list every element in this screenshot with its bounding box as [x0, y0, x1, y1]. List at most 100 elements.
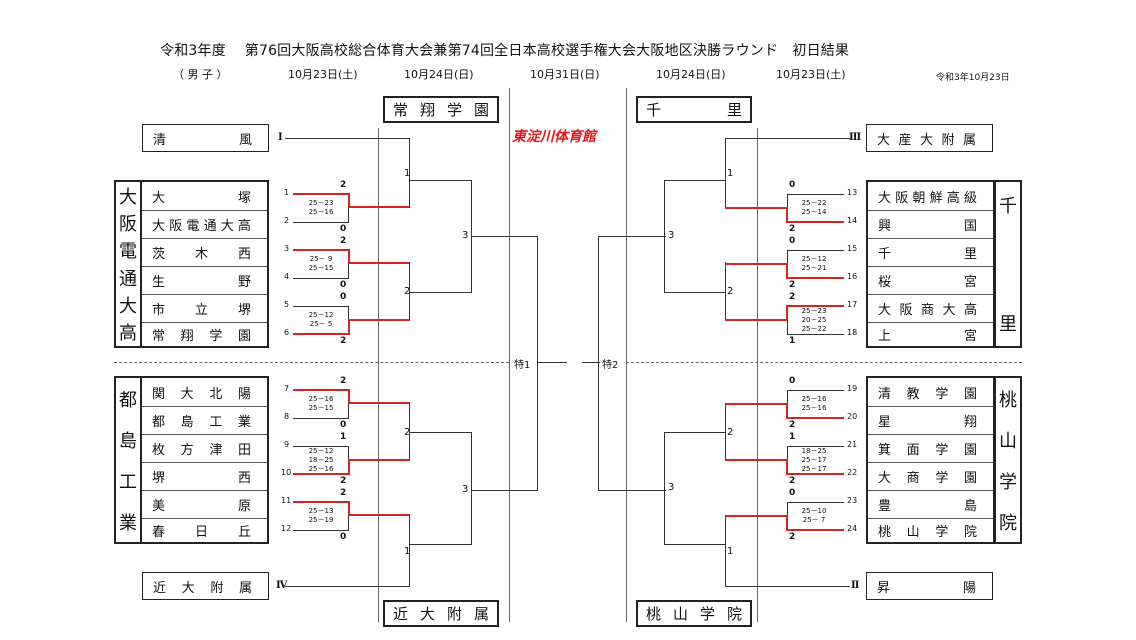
team-number: 5	[284, 300, 290, 309]
winner-box-left-top: 常翔学園	[383, 96, 499, 123]
page-title: 令和3年度 第76回大阪高校総合体育大会兼第74回全日本高校選手権大会大阪地区決…	[160, 43, 850, 59]
bracket-line	[582, 362, 600, 363]
bracket-line	[725, 403, 726, 460]
bracket-line	[348, 516, 349, 531]
result-line	[725, 403, 788, 405]
team-number: 3	[284, 244, 290, 253]
team-cell: 桃山学院	[878, 524, 977, 540]
result-line	[787, 221, 844, 223]
team-number: 6	[284, 328, 290, 337]
result-line	[293, 501, 350, 503]
special-label-2: 特2	[602, 356, 619, 371]
bracket-line	[409, 515, 410, 587]
bracket-line	[293, 418, 349, 419]
bracket-line	[409, 180, 472, 181]
team-cell: 箕面学園	[868, 434, 993, 463]
result-line	[348, 193, 350, 208]
result-line	[787, 305, 844, 307]
bracket-line	[664, 180, 665, 293]
result-line	[787, 473, 844, 475]
round-date-5: 10月23日(土)	[776, 68, 846, 81]
team-number: 17	[847, 300, 858, 309]
column-rule	[378, 128, 379, 622]
result-line	[348, 459, 350, 475]
column-rule	[757, 128, 758, 622]
set-count: 1	[789, 336, 796, 346]
team-cell: 春日丘	[152, 524, 251, 540]
result-line	[725, 515, 788, 517]
team-cell: 大阪朝鮮高級	[868, 182, 993, 211]
round-date-2: 10月24日(日)	[404, 68, 474, 81]
bracket-line	[471, 432, 472, 545]
team-group-left-bottom: 関大北陽 都島工業 枚方津田 堺 西 美 原 春日丘	[140, 376, 269, 544]
seed-team-bottom-left: 近大附属	[142, 572, 269, 600]
result-line	[787, 277, 844, 279]
result-line	[293, 333, 350, 335]
team-cell: 清教学園	[868, 378, 993, 407]
result-line	[786, 515, 788, 531]
team-cell: 茨木西	[142, 238, 267, 267]
round-label: 1	[727, 168, 734, 179]
bracket-line	[409, 544, 472, 545]
seed-team-bottom-right: 昇 陽	[866, 572, 993, 600]
set-count: 2	[340, 180, 347, 190]
team-number: 14	[847, 216, 858, 225]
team-group-right-top: 大阪朝鮮高級 興 国 千 里 桜 宮 大阪商大高 上 宮	[866, 180, 995, 348]
team-number: 10	[281, 468, 292, 477]
round-label: 1	[404, 168, 411, 179]
result-line	[786, 207, 788, 223]
winner-box-left-bottom: 近大附属	[383, 600, 499, 627]
group-label-left-bottom: 都島工業	[114, 376, 142, 544]
set-count: 2	[340, 336, 347, 346]
seed-mark-top-left: Ⅰ	[278, 132, 283, 143]
team-cell: 千 里	[868, 238, 993, 267]
bracket-line	[725, 586, 850, 587]
round-label: 2	[727, 427, 734, 438]
team-number: 15	[847, 244, 858, 253]
group-label-left-top: 大阪電通大高	[114, 180, 142, 348]
bracket-line	[787, 502, 788, 516]
result-line	[786, 263, 788, 279]
result-line	[348, 262, 410, 264]
venue-label: 東淀川体育館	[512, 129, 596, 145]
team-number: 24	[847, 524, 858, 533]
print-date: 令和3年10月23日	[936, 73, 1010, 83]
bracket-line	[787, 502, 844, 503]
divider-line	[114, 362, 509, 363]
result-line	[293, 473, 350, 475]
team-cell: 美 原	[142, 490, 267, 519]
bracket-line	[409, 403, 410, 460]
result-line	[787, 417, 844, 419]
team-number: 20	[847, 412, 858, 421]
bracket-line	[471, 490, 538, 491]
bracket-line	[787, 334, 844, 335]
team-cell: 大商学園	[868, 462, 993, 491]
result-line	[725, 263, 788, 265]
round-label: 2	[727, 286, 734, 297]
result-line	[348, 319, 410, 321]
result-line	[725, 319, 788, 321]
team-cell: 市立堺	[142, 294, 267, 323]
bracket-line	[409, 262, 410, 320]
team-number: 19	[847, 384, 858, 393]
set-count: 0	[340, 292, 347, 302]
team-group-left-top: 大 塚 大阪電通大高 茨木西 生 野 市立堺 常翔学園	[140, 180, 269, 348]
divider-line	[626, 362, 1022, 363]
result-line	[348, 389, 350, 404]
team-number: 23	[847, 496, 858, 505]
set-count: 2	[340, 236, 347, 246]
bracket-line	[348, 208, 349, 223]
group-label-right-top: 千里	[994, 180, 1022, 348]
round-label: 3	[462, 230, 469, 241]
bracket-line	[725, 262, 726, 320]
bracket-line	[787, 446, 788, 460]
team-number: 4	[284, 272, 290, 281]
seed-team-top-right: 大産大附属	[866, 124, 993, 152]
bracket-line	[725, 515, 726, 587]
round-date-1: 10月23日(土)	[288, 68, 358, 81]
round-label: 1	[404, 546, 411, 557]
